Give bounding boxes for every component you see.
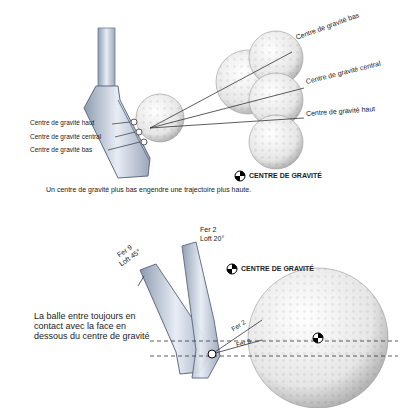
cg-symbol xyxy=(313,333,323,343)
club-name: Fer 2 xyxy=(200,226,216,234)
cg-label: Centre de gravité haut xyxy=(306,105,376,118)
trajectory-lines xyxy=(150,52,304,128)
legend-text: CENTRE DE GRAVITÉ xyxy=(241,265,314,273)
legend-text: CENTRE DE GRAVITÉ xyxy=(249,172,322,180)
club-head xyxy=(84,28,150,178)
clubs xyxy=(140,242,220,378)
loft-value: Loft 20° xyxy=(200,235,224,243)
cg-symbol xyxy=(235,171,245,181)
cg-label: Centre de gravité central xyxy=(305,60,381,86)
line-label: Fer 2 xyxy=(230,318,247,332)
cg-label: Centre de gravité bas xyxy=(30,146,92,153)
cg-label: Centre de gravité central xyxy=(30,133,101,140)
leader-lines xyxy=(108,122,140,150)
cg-label: Centre de gravité haut xyxy=(30,119,94,126)
guide-lines xyxy=(138,276,398,356)
note-text: La balle entre toujours en contact avec … xyxy=(34,312,152,342)
golf-balls xyxy=(136,31,303,169)
bottom-ball xyxy=(248,268,388,408)
cg-label: Centre de gravité bas xyxy=(295,11,361,41)
caption: Un centre de gravité plus bas engendre u… xyxy=(46,186,251,194)
contact-point xyxy=(208,350,216,358)
cg-symbol xyxy=(227,264,237,274)
